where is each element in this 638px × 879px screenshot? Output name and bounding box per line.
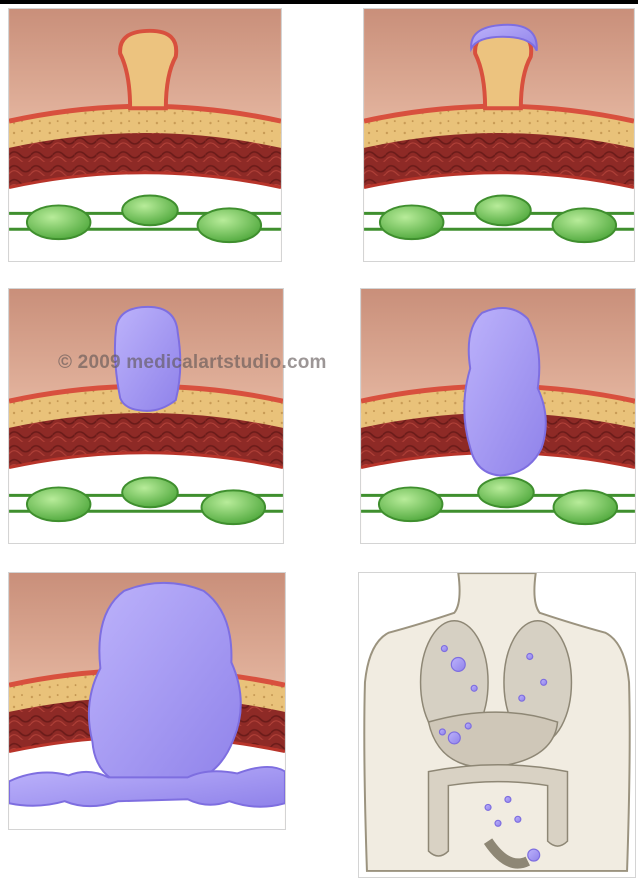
tumor [464,308,546,475]
colon-wall-cross-section [361,289,635,543]
lymph-node [553,208,616,242]
lymph-node [122,196,178,226]
polyp [475,31,531,108]
colon-wall-cross-section [9,573,285,829]
lymph-node [554,490,618,524]
panel-stage-6-metastasis-torso [358,572,636,878]
panel-stage-4-invasion [360,288,636,544]
torso-illustration [359,573,635,877]
colon-wall-cross-section [364,9,634,261]
panel-stage-1-normal-polyp [8,8,282,262]
panel-stage-5-lymph-spread [8,572,286,830]
tumor [115,307,180,411]
lymph-node [122,478,178,508]
lymph-node [379,487,443,521]
colon-wall-cross-section [9,289,283,543]
lymph-node [478,478,534,508]
panel-stage-3-tumor-polyp [8,288,284,544]
panel-stage-2-polyp-cap [363,8,635,262]
lymph-node [380,205,443,239]
lymph-node [27,205,90,239]
lymph-node [198,208,261,242]
tumor [89,583,241,789]
lymph-node [475,196,531,226]
lymph-node [27,487,91,521]
top-black-bar [0,0,638,4]
lymph-node [202,490,266,524]
colon-wall-cross-section [9,9,281,261]
polyp [120,31,176,108]
